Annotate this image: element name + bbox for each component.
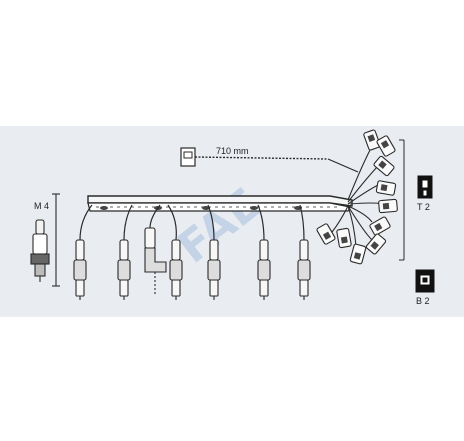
plug-cap-3 [169, 239, 183, 300]
terminal-b2-icon [415, 269, 435, 293]
harness-wire-4 [347, 205, 373, 223]
coil-connector-3 [373, 155, 395, 177]
harness-dimension-bracket [399, 139, 405, 261]
lead-wire-5 [257, 204, 265, 241]
plug-cap-angled [144, 227, 167, 296]
lead-wire-3 [167, 204, 177, 241]
lead-wire-4 [207, 204, 215, 241]
dimension-line [194, 156, 329, 160]
brand-watermark: FAE [169, 179, 271, 274]
spark-plug-thread [34, 263, 46, 277]
spark-plug [30, 193, 60, 287]
coil-connector-1 [363, 129, 381, 151]
lead-wire-1 [79, 204, 93, 241]
lead-wires [79, 204, 305, 241]
spark-plug-insulator [32, 233, 48, 255]
length-dimension [180, 147, 359, 173]
coil-connector-8 [349, 243, 367, 265]
coil-connector-5 [378, 198, 398, 214]
coil-connector-7 [365, 233, 387, 255]
harness-wire-8 [347, 205, 373, 241]
plug-caps [73, 227, 311, 300]
lead-wire-6 [299, 204, 305, 241]
terminal-b2-label: B 2 [416, 296, 430, 306]
terminal-t2-label: T 2 [417, 202, 430, 212]
harness-wire-2 [347, 165, 379, 203]
coil-connector-2 [376, 135, 396, 157]
plug-cap-4 [207, 239, 221, 300]
coil-connector-9 [316, 223, 336, 245]
cable-carrier-rail [87, 195, 353, 212]
lead-wire-2 [123, 204, 133, 241]
ht-coil-connector-window [183, 151, 193, 159]
plug-cap-1 [73, 239, 87, 300]
spark-plug-hex [30, 253, 50, 265]
harness-wire-6 [331, 205, 349, 233]
terminal-t2-icon [417, 175, 433, 199]
coil-connector-10 [336, 227, 352, 249]
harness-wire-5 [347, 205, 357, 247]
plug-cap-5 [257, 239, 271, 300]
coil-connector-4 [375, 180, 397, 196]
coil-connector-6 [369, 216, 391, 236]
spark-plug-thread-label: M 4 [34, 201, 49, 211]
lead-wire-angled [149, 204, 161, 229]
plug-cap-2 [117, 239, 131, 300]
coil-connectors [316, 129, 398, 265]
watermark-text: FAE [169, 179, 271, 274]
harness-wire-1 [347, 149, 371, 201]
spark-plug-terminal [35, 219, 45, 235]
lead-to-harness [327, 158, 359, 173]
length-label: 710 mm [216, 146, 249, 156]
plug-cap-6 [297, 239, 311, 300]
